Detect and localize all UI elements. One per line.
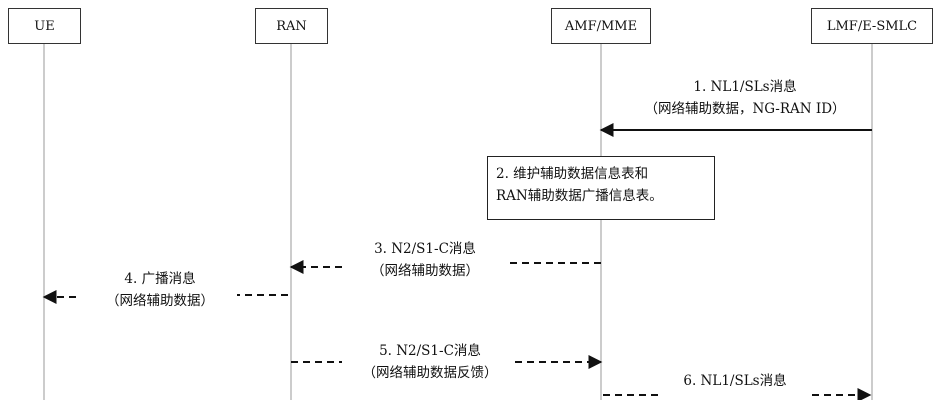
message-6-label: 6. NL1/SLs消息 xyxy=(660,370,810,392)
message-4-line1: 4. 广播消息 xyxy=(124,271,196,287)
note-line1: 2. 维护辅助数据信息表和 xyxy=(496,166,649,182)
message-4-line2: （网络辅助数据） xyxy=(106,293,214,309)
message-6-line1: 6. NL1/SLs消息 xyxy=(683,373,787,389)
message-3-line1: 3. N2/S1-C消息 xyxy=(374,241,476,257)
entity-ue-label: UE xyxy=(34,18,55,34)
entity-lmf: LMF/E-SMLC xyxy=(811,8,933,44)
message-5-line1: 5. N2/S1-C消息 xyxy=(379,343,481,359)
note-box-step2: 2. 维护辅助数据信息表和 RAN辅助数据广播信息表。 xyxy=(487,156,715,220)
message-3-line2: （网络辅助数据） xyxy=(371,263,479,279)
message-5-label: 5. N2/S1-C消息 （网络辅助数据反馈） xyxy=(340,340,520,384)
entity-ue: UE xyxy=(8,8,81,44)
message-1-line2: （网络辅助数据，NG-RAN ID） xyxy=(644,101,846,117)
note-line2: RAN辅助数据广播信息表。 xyxy=(496,188,663,204)
message-1-label: 1. NL1/SLs消息 （网络辅助数据，NG-RAN ID） xyxy=(590,76,900,120)
entity-lmf-label: LMF/E-SMLC xyxy=(826,18,918,34)
message-1-line1: 1. NL1/SLs消息 xyxy=(693,79,797,95)
message-4-label: 4. 广播消息 （网络辅助数据） xyxy=(80,268,240,312)
entity-ran: RAN xyxy=(255,8,328,44)
entity-ran-label: RAN xyxy=(276,18,307,34)
entity-amf: AMF/MME xyxy=(551,8,651,44)
message-5-line2: （网络辅助数据反馈） xyxy=(362,365,498,381)
entity-amf-label: AMF/MME xyxy=(564,18,638,34)
message-3-label: 3. N2/S1-C消息 （网络辅助数据） xyxy=(340,238,510,282)
